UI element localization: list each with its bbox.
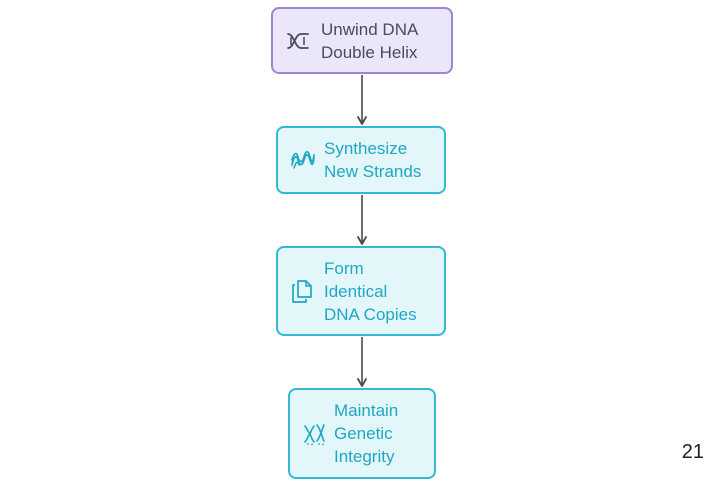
node-form-copies: Form Identical DNA Copies [276,246,446,336]
dna-helix-icon [285,30,311,52]
node-label: Synthesize New Strands [324,139,422,181]
node-maintain-integrity: Maintain Genetic Integrity [288,388,436,479]
chromosomes-icon [302,422,326,446]
node-synthesize-strands: Synthesize New Strands [276,126,446,194]
copy-documents-icon [290,277,316,305]
node-label: Maintain Genetic Integrity [334,401,399,466]
node-unwind-dna: Unwind DNA Double Helix [271,7,453,74]
node-label: Unwind DNA Double Helix [321,19,419,62]
node-label: Form Identical DNA Copies [324,258,417,324]
strands-icon [290,149,316,171]
page-number: 21 [681,441,704,463]
